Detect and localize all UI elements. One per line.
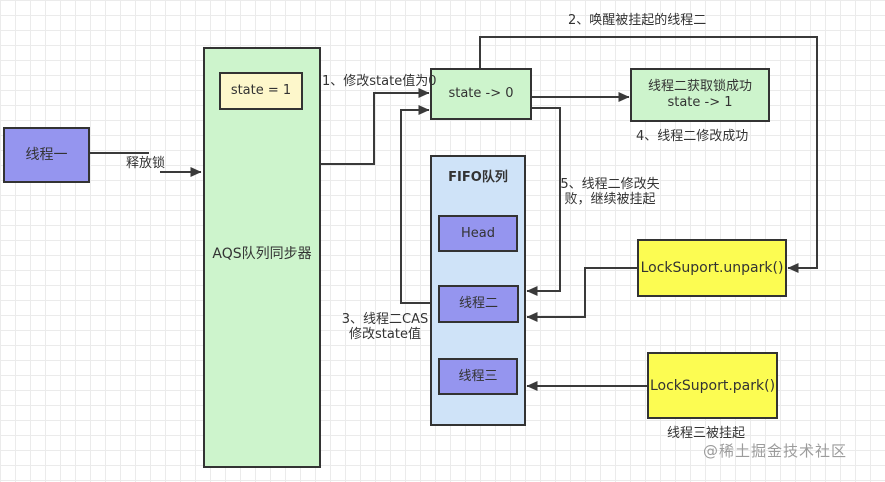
- node-aqs-synchronizer: AQS队列同步器: [203, 47, 321, 468]
- label-step5-line2: 败，继续被挂起: [564, 192, 656, 207]
- label-step5-line1: 5、线程二修改失: [560, 177, 660, 192]
- node-thread1-label: 线程一: [25, 147, 68, 163]
- node-locksupport-unpark: LockSuport.unpark(): [637, 239, 787, 297]
- node-park-label: LockSuport.park(): [649, 377, 776, 394]
- label-step3-line1: 3、线程二CAS: [341, 312, 429, 327]
- node-locksupport-park: LockSuport.park(): [647, 352, 778, 419]
- node-thread2-label: 线程二: [458, 296, 498, 311]
- watermark: @稀土掘金技术社区: [703, 442, 848, 460]
- node-unpark-label: LockSuport.unpark(): [640, 260, 784, 276]
- label-release-lock: 释放锁: [126, 156, 166, 171]
- arrow-step5-fail-repark: [526, 107, 561, 296]
- label-thread3-parked: 线程三被挂起: [667, 426, 746, 441]
- node-aqs-label: AQS队列同步器: [212, 246, 312, 262]
- node-acquire-success-line1: 线程二获取锁成功: [647, 79, 752, 94]
- node-thread1: 线程一: [3, 127, 90, 183]
- node-acquire-success-line2: state -> 1: [667, 95, 733, 110]
- node-thread2: 线程二: [438, 285, 519, 323]
- node-acquire-success: 线程二获取锁成功 state -> 1: [630, 68, 770, 122]
- label-step3: 3、线程二CAS 修改state值: [337, 312, 433, 342]
- label-step5: 5、线程二修改失 败，继续被挂起: [560, 177, 660, 207]
- label-step4: 4、线程二修改成功: [636, 129, 749, 144]
- node-state-1: state = 1: [219, 72, 303, 110]
- arrow-step3-cas: [400, 105, 430, 304]
- node-fifo-title: FIFO队列: [448, 170, 508, 185]
- node-thread3: 线程三: [438, 358, 518, 395]
- arrow-step1-set-state-0: [321, 88, 430, 165]
- node-state-0-label: state -> 0: [448, 86, 514, 101]
- label-step1: 1、修改state值为0: [322, 74, 437, 89]
- node-state-1-label: state = 1: [230, 83, 292, 98]
- node-head-label: Head: [461, 225, 495, 241]
- arrow-unpark-to-thread2: [526, 267, 637, 322]
- label-step2: 2、唤醒被挂起的线程二: [568, 13, 707, 28]
- node-head: Head: [438, 215, 518, 252]
- arrow-step2-wake-unpark: [479, 36, 818, 273]
- node-thread3-label: 线程三: [458, 368, 498, 384]
- label-step3-line2: 修改state值: [349, 327, 421, 342]
- node-state-0: state -> 0: [430, 68, 532, 120]
